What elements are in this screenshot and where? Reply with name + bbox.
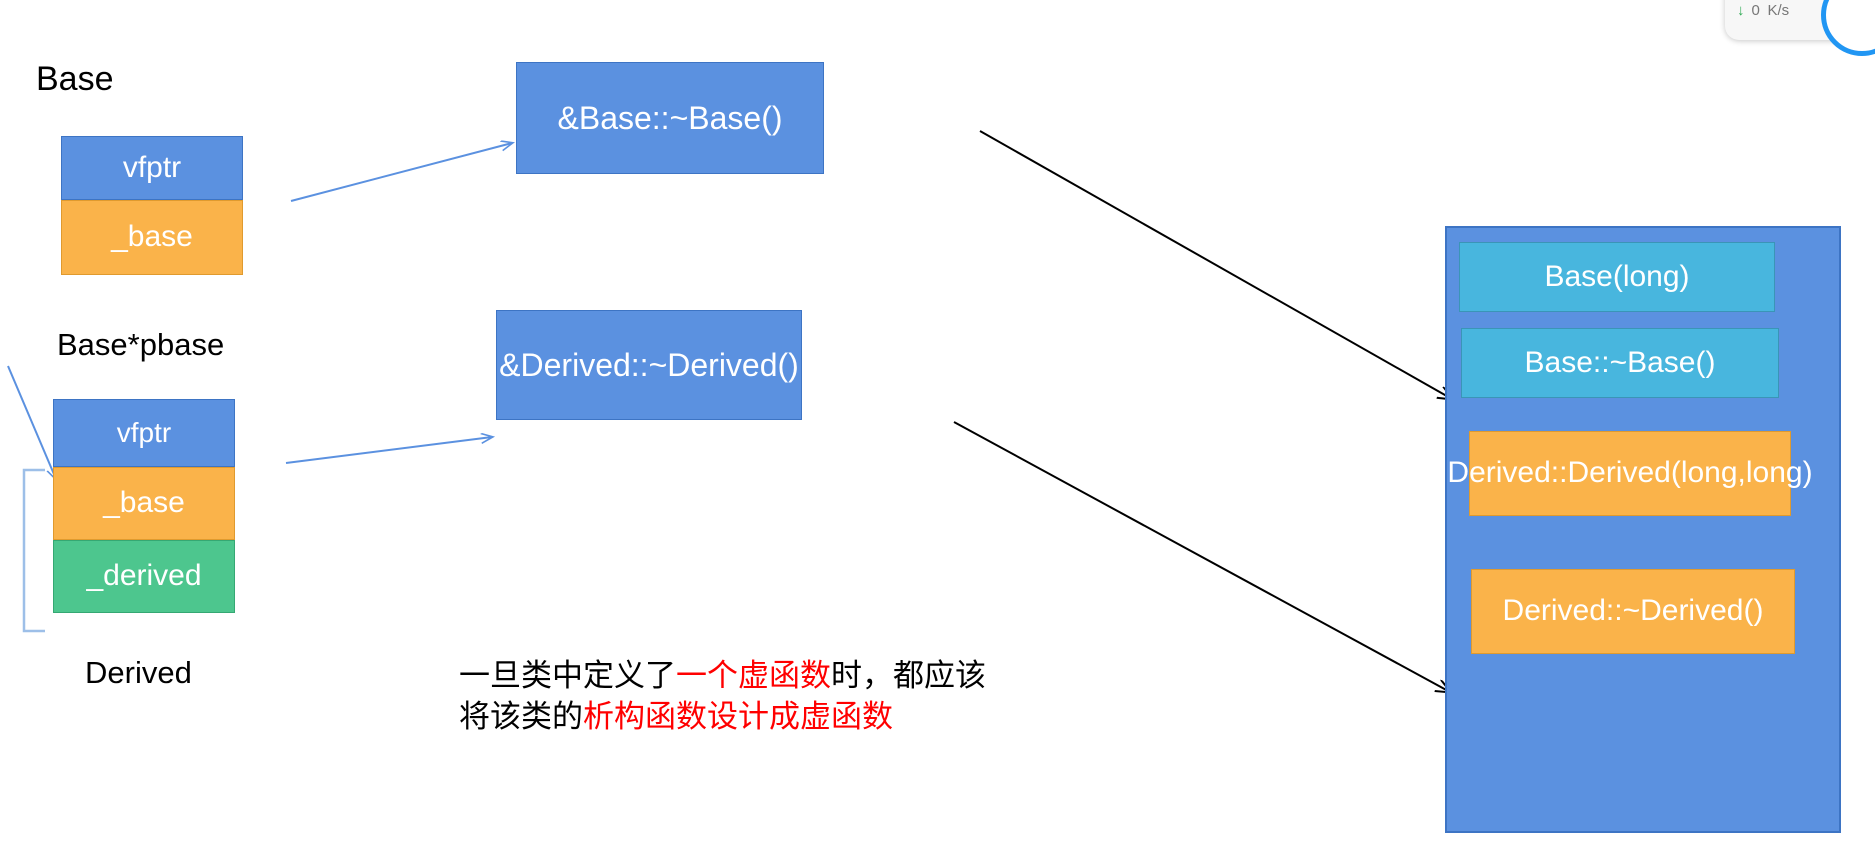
- arrow-vtable-derived-to-class-entry: [953, 421, 1450, 692]
- class-entry-base-ctor: Base(long): [1459, 242, 1775, 312]
- annotation-line2-highlight: 析构函数设计成虚函数: [583, 698, 893, 734]
- arrow-vtable-base-to-class-entry: [979, 130, 1452, 399]
- label-pbase-pointer: Base*pbase: [57, 327, 225, 362]
- arrow-base-vfptr-to-vtable: [290, 143, 512, 202]
- annotation-line1-part1: 一旦类中定义了: [459, 658, 676, 693]
- annotation-line-1: 一旦类中定义了一个虚函数时，都应该: [459, 656, 1119, 697]
- annotation-line1-highlight: 一个虚函数: [676, 658, 831, 693]
- floating-ring-icon[interactable]: [1821, 0, 1875, 56]
- derived-row-field-derived: _derived: [53, 540, 235, 613]
- derived-row-vfptr: vfptr: [53, 399, 235, 467]
- vtable-slot-base-dtor: &Base::~Base(): [516, 62, 824, 174]
- arrow-derived-vfptr-to-vtable: [285, 437, 492, 464]
- label-derived-class: Derived: [85, 655, 192, 690]
- class-entry-derived-ctor: Derived::Derived(long,long): [1447, 431, 1813, 516]
- arrow-down-icon: ↓: [1737, 2, 1745, 19]
- vtable-slot-derived-dtor: &Derived::~Derived(): [496, 310, 802, 420]
- annotation-note: 一旦类中定义了一个虚函数时，都应该 将该类的析构函数设计成虚函数: [459, 656, 1119, 738]
- class-entry-derived-dtor: Derived::~Derived(): [1471, 569, 1795, 654]
- download-speed-unit: K/s: [1767, 2, 1790, 19]
- base-row-vfptr: vfptr: [61, 136, 243, 200]
- class-members-panel: Base(long) Base::~Base() Derived::Derive…: [1445, 226, 1841, 833]
- annotation-line-2: 将该类的析构函数设计成虚函数: [459, 697, 1119, 738]
- download-speed-row: ↓ 0 K/s: [1737, 2, 1789, 19]
- annotation-line2-part1: 将该类的: [459, 698, 583, 734]
- class-entry-base-dtor: Base::~Base(): [1461, 328, 1779, 398]
- base-row-field-base: _base: [61, 200, 243, 275]
- download-speed-value: 0: [1751, 2, 1760, 19]
- derived-row-field-base: _base: [53, 467, 235, 540]
- arrow-pbase-pointer: [7, 365, 56, 479]
- label-base-class: Base: [36, 60, 114, 98]
- annotation-line1-part3: 时，都应该: [831, 658, 986, 693]
- base-subobject-bracket: [22, 468, 45, 633]
